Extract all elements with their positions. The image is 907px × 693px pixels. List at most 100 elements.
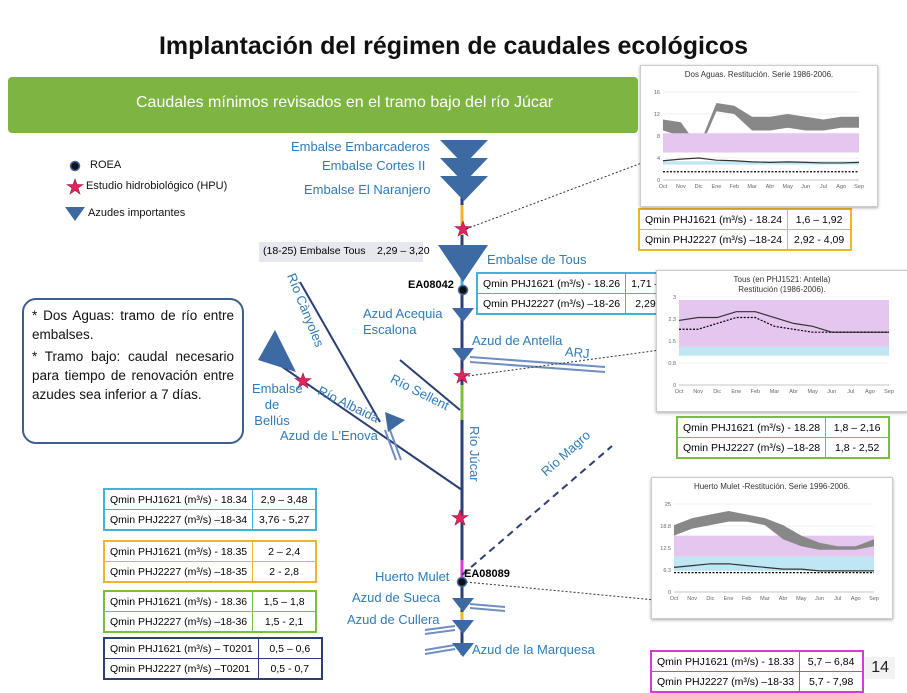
leader-tous — [467, 349, 661, 377]
y-tick-label: 12 — [654, 112, 660, 118]
x-tick-label: Ene — [731, 389, 741, 395]
legend-weir-icon — [65, 207, 85, 221]
cortes-reservoir-icon — [440, 158, 488, 183]
flow-label-cell: Qmin PHJ2227 (m³/s) –18-24 — [638, 229, 789, 251]
x-tick-label: Jul — [820, 184, 827, 190]
y-tick-label: 1.5 — [668, 339, 676, 345]
embarcaderos-reservoir-icon — [440, 140, 488, 165]
flow-value-cell: 0,5 – 0,6 — [257, 637, 323, 659]
enova-canal-line — [384, 429, 397, 461]
y-tick-label: 16 — [654, 90, 660, 96]
embarcaderos-label: Embalse Embarcaderos — [291, 139, 430, 154]
flow-label-cell: Qmin PHJ2227 (m³/s) –18-36 — [103, 611, 254, 633]
x-tick-label: Nov — [693, 389, 703, 395]
x-tick-label: Jun — [801, 184, 810, 190]
marquesa-canal-line — [424, 644, 456, 651]
chart-dos-aguas: Dos Aguas. Restitución. Serie 1986-2006.… — [640, 65, 878, 207]
azud-cullera-label: Azud de Cullera — [347, 612, 440, 627]
x-tick-label: Abr — [766, 184, 775, 190]
subtitle-banner: Caudales mínimos revisados en el tramo b… — [8, 77, 638, 133]
tous-range-value: 2,29 – 3,20 — [377, 245, 430, 257]
arj-canal-line — [469, 356, 606, 368]
y-tick-label: 0.8 — [668, 361, 676, 367]
river-albaida-line — [264, 354, 463, 491]
x-tick-label: May — [807, 389, 818, 395]
tous-reservoir-icon — [438, 245, 488, 282]
flow-value-cell: 1,5 - 2,1 — [252, 611, 317, 633]
y-tick-label: 6.3 — [663, 568, 671, 574]
series-line — [662, 157, 860, 164]
ea08089-label: EA08089 — [464, 568, 510, 580]
ea08042-roea-icon — [457, 284, 469, 296]
escalona-label: Escalona — [363, 322, 417, 337]
tous-range-label: (18-25) Embalse Tous — [263, 245, 366, 257]
flow-label-cell: Qmin PHJ1621 (m³/s) - 18.26 — [476, 272, 627, 294]
flow-label-cell: Qmin PHJ1621 (m³/s) – T0201 — [103, 637, 259, 659]
flow-value-cell: 1,5 – 1,8 — [252, 590, 317, 612]
flow-value-cell: 2 - 2,8 — [252, 561, 317, 583]
x-tick-label: Feb — [751, 389, 760, 395]
flow-value-cell: 1,8 – 2,16 — [825, 416, 890, 438]
naranjero-label: Embalse El Naranjero — [304, 182, 431, 197]
x-tick-label: Sep — [854, 184, 864, 190]
rio-jucar-label: Río Júcar — [467, 426, 482, 482]
series-band — [679, 299, 889, 347]
x-tick-label: May — [796, 596, 807, 602]
flow-label-cell: Qmin PHJ2227 (m³/s) –18-28 — [676, 437, 827, 459]
embalse-bellus-label: Embalse de Bellús — [252, 381, 303, 428]
note-tramo-bajo: * Tramo bajo: caudal necesario para tiem… — [32, 349, 234, 402]
x-tick-label: Jul — [847, 389, 854, 395]
jucar-low-hpu-star-icon — [451, 509, 469, 526]
y-tick-label: 8 — [657, 134, 660, 140]
azud-marquesa-label: Azud de la Marquesa — [472, 642, 595, 657]
note-box: * Dos Aguas: tramo de río entre embalses… — [22, 298, 244, 444]
y-tick-label: 0 — [657, 178, 660, 184]
chart-tous-title: Tous (en PHJ1521: Antella) Restitución (… — [733, 275, 831, 294]
page-number: 14 — [865, 657, 895, 679]
series-band — [663, 133, 859, 153]
legend-hpu-label: Estudio hidrobiológico (HPU) — [86, 180, 228, 192]
x-tick-label: Oct — [670, 596, 679, 602]
y-tick-label: 0 — [668, 590, 671, 596]
y-tick-label: 0 — [673, 383, 676, 389]
x-tick-label: Ene — [712, 184, 722, 190]
x-tick-label: Ago — [851, 596, 861, 602]
tous-range-box: (18-25) Embalse Tous 2,29 – 3,20 — [259, 242, 430, 262]
x-tick-label: Ago — [836, 184, 846, 190]
sueca-canal-line — [469, 603, 506, 608]
x-tick-label: Oct — [659, 184, 668, 190]
x-tick-label: Mar — [760, 596, 770, 602]
x-tick-label: Feb — [742, 596, 751, 602]
x-tick-label: Ago — [865, 389, 875, 395]
flow-value-cell: 5,7 – 6,84 — [799, 650, 864, 672]
river-canyoles-line — [299, 281, 381, 423]
y-tick-label: 3 — [673, 295, 676, 301]
x-tick-label: Nov — [676, 184, 686, 190]
flow-value-cell: 5,7 - 7,98 — [799, 671, 864, 693]
x-tick-label: Jun — [815, 596, 824, 602]
azud-antella-label: Azud de Antella — [472, 333, 563, 348]
x-tick-label: Mar — [770, 389, 780, 395]
dos-aguas-hpu-star-icon — [454, 220, 472, 237]
arj-label: ARJ — [564, 343, 591, 362]
flow-value-cell: 3,76 - 5,27 — [252, 509, 317, 531]
x-tick-label: Nov — [687, 596, 697, 602]
x-tick-label: Sep — [869, 596, 879, 602]
